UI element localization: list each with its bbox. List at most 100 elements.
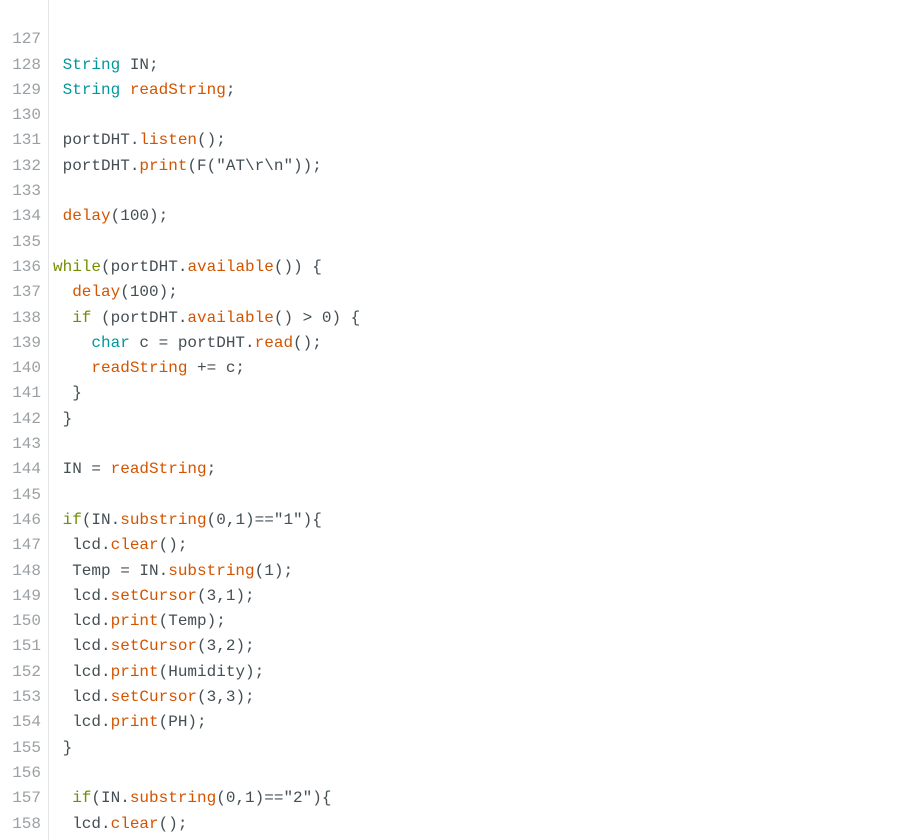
code-line[interactable]: 159 lcd.setCursor(3,1);: [0, 812, 901, 840]
code-line[interactable]: 140 }: [0, 331, 901, 402]
code-token-fn: print: [110, 713, 159, 732]
code-token-plain: (0,1)=="1"){: [206, 510, 322, 529]
code-line[interactable]: 152 lcd.setCursor(3,3);: [0, 634, 901, 706]
code-line[interactable]: 141 }: [0, 356, 901, 427]
line-code[interactable]: char c = portDHT.read();: [53, 331, 321, 356]
line-number: 157: [12, 789, 41, 808]
line-number: 133: [12, 182, 41, 201]
code-token-fn: substring: [129, 789, 217, 808]
line-code[interactable]: }: [53, 736, 73, 761]
code-line[interactable]: 135 while(portDHT.available()) {: [0, 204, 901, 276]
code-line[interactable]: 158 Humidity = IN.substring(1);: [0, 786, 901, 840]
code-token-plain: lcd.: [53, 637, 111, 656]
code-token-plain: (3,1);: [197, 586, 255, 605]
line-number: 138: [12, 308, 41, 327]
code-line[interactable]: 129: [0, 53, 901, 99]
code-token-plain: ();: [158, 536, 188, 555]
code-token-fn: clear: [110, 536, 159, 555]
line-number: 136: [12, 257, 41, 276]
code-line[interactable]: 148 lcd.setCursor(3,1);: [0, 533, 901, 605]
code-line[interactable]: 136 delay(100);: [0, 230, 901, 301]
line-number: 131: [12, 131, 41, 150]
code-line[interactable]: 149 lcd.print(Temp);: [0, 559, 901, 630]
line-code[interactable]: }: [53, 407, 73, 432]
line-code[interactable]: if(IN.substring(0,1)=="1"){: [53, 508, 322, 533]
code-token-plain: ();: [158, 814, 188, 833]
code-line[interactable]: 145 if(IN.substring(0,1)=="1"){: [0, 457, 901, 529]
line-code[interactable]: lcd.clear();: [53, 812, 187, 837]
code-token-kw: while: [53, 257, 102, 276]
code-token-plain: (IN.: [91, 789, 130, 808]
code-line[interactable]: 150 lcd.setCursor(3,2);: [0, 584, 901, 655]
code-line[interactable]: 134: [0, 179, 901, 225]
code-line[interactable]: 128 String readString;: [0, 27, 901, 99]
code-token-plain: (3,3);: [197, 688, 255, 707]
line-code[interactable]: lcd.print(PH);: [53, 710, 206, 735]
line-code[interactable]: lcd.clear();: [53, 533, 187, 558]
line-code[interactable]: String readString;: [53, 78, 236, 103]
code-line[interactable]: 157 lcd.clear();: [0, 761, 901, 832]
code-line[interactable]: 130 portDHT.listen();: [0, 78, 901, 149]
code-line[interactable]: 142: [0, 381, 901, 428]
line-number: 155: [12, 738, 41, 757]
code-token-fn: clear: [110, 814, 159, 833]
line-code[interactable]: lcd.setCursor(3,3);: [53, 685, 255, 710]
code-token-type: char: [91, 333, 130, 352]
line-number: 147: [12, 536, 41, 555]
code-token-plain: }: [53, 409, 73, 428]
line-code[interactable]: portDHT.print(F("AT\r\n"));: [53, 154, 322, 179]
line-code[interactable]: IN = readString;: [53, 457, 217, 482]
line-code[interactable]: readString += c;: [53, 356, 245, 381]
code-line[interactable]: 131 portDHT.print(F("AT\r\n"));: [0, 103, 901, 174]
code-token-fn: delay: [72, 283, 121, 302]
code-line[interactable]: 138 char c = portDHT.read();: [0, 280, 901, 352]
code-token-plain: (Temp);: [158, 612, 226, 631]
line-code[interactable]: if (portDHT.available() > 0) {: [53, 306, 360, 331]
line-number: 146: [12, 510, 41, 529]
line-code[interactable]: if(IN.substring(0,1)=="2"){: [53, 786, 331, 811]
code-line[interactable]: 139 readString += c;: [0, 306, 901, 377]
code-line[interactable]: 132: [0, 128, 901, 175]
code-line[interactable]: 154 }: [0, 685, 901, 756]
code-line[interactable]: 143 IN = readString;: [0, 407, 901, 478]
line-number: 129: [12, 80, 41, 99]
line-code[interactable]: portDHT.listen();: [53, 128, 226, 153]
line-code[interactable]: lcd.print(Humidity);: [53, 660, 264, 685]
line-code[interactable]: Temp = IN.substring(1);: [53, 559, 293, 584]
code-token-plain: lcd.: [53, 536, 111, 555]
code-line[interactable]: 127 String IN;: [0, 2, 901, 73]
code-token-plain: portDHT.: [53, 131, 140, 150]
code-line[interactable]: 133 delay(100);: [0, 154, 901, 225]
line-code[interactable]: lcd.print(Temp);: [53, 609, 226, 634]
line-code[interactable]: lcd.setCursor(3,2);: [53, 634, 254, 659]
code-token-type: String: [62, 55, 121, 74]
code-line[interactable]: 147 Temp = IN.substring(1);: [0, 508, 901, 579]
line-code[interactable]: delay(100);: [53, 204, 169, 229]
line-code[interactable]: String IN;: [53, 53, 159, 78]
code-line[interactable]: 146 lcd.clear();: [0, 483, 901, 554]
code-line[interactable]: 137 if (portDHT.available() > 0) {: [0, 255, 901, 326]
line-number: 132: [12, 156, 41, 175]
line-number: 143: [12, 435, 41, 454]
code-line[interactable]: 144: [0, 432, 901, 478]
line-code[interactable]: delay(100);: [53, 280, 178, 305]
code-token-fn: readString: [91, 359, 188, 378]
line-number: 150: [12, 612, 41, 631]
line-code[interactable]: }: [53, 381, 82, 406]
line-number: 151: [12, 637, 41, 656]
line-code[interactable]: lcd.setCursor(3,1);: [53, 584, 255, 609]
code-line[interactable]: 156 if(IN.substring(0,1)=="2"){: [0, 736, 901, 807]
code-token-plain: portDHT.: [53, 156, 140, 175]
code-line[interactable]: 151 lcd.print(Humidity);: [0, 609, 901, 680]
code-token-fn: setCursor: [110, 637, 198, 656]
code-token-fn: setCursor: [110, 586, 198, 605]
line-number: 134: [12, 207, 41, 226]
code-token-fn: delay: [62, 207, 111, 226]
line-number: 154: [12, 713, 41, 732]
code-token-plain: (portDHT.: [101, 257, 188, 276]
code-line[interactable]: 155: [0, 710, 901, 757]
code-line[interactable]: 153 lcd.print(PH);: [0, 660, 901, 731]
line-code[interactable]: while(portDHT.available()) {: [53, 255, 322, 280]
